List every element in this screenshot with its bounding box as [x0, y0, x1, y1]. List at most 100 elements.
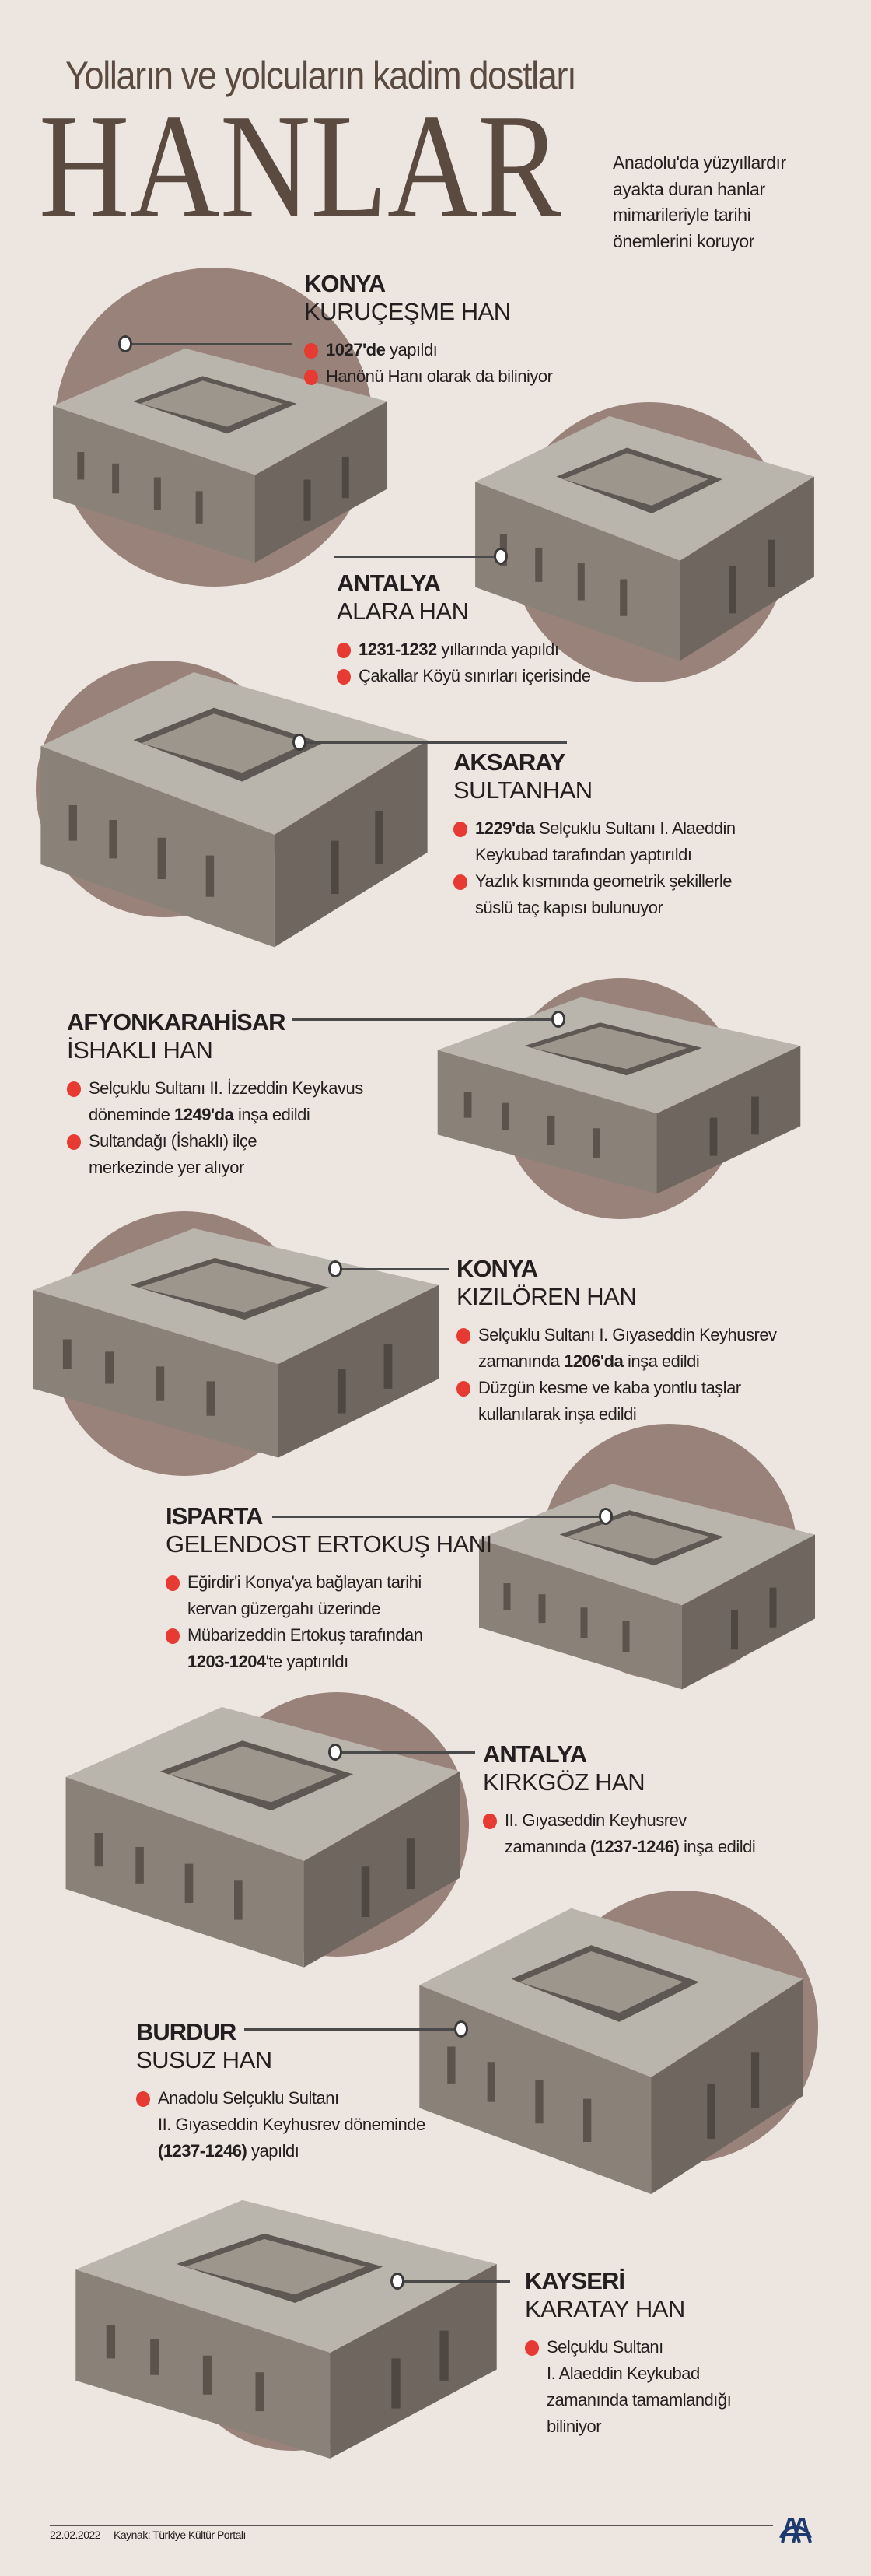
- bullet-dot-icon: [337, 669, 351, 685]
- bullet-dot-icon: [166, 1628, 180, 1644]
- building-photo: [65, 1707, 460, 1968]
- intro-line: ayakta duran hanlar: [613, 178, 765, 199]
- han-region: ANTALYA: [337, 570, 441, 597]
- bullet-dot-icon: [453, 822, 467, 837]
- bullet-dot-icon: [456, 1328, 470, 1344]
- location-pin-icon: [494, 548, 508, 565]
- fact-text: 'te yaptırıldı: [265, 1652, 349, 1671]
- fact-text: Sultandağı (İshaklı) ilçe: [89, 1131, 257, 1151]
- building-photo: [419, 1908, 803, 2195]
- fact-item: 1027'de yapıldı: [304, 337, 552, 363]
- fact-line: süslü taç kapısı bulunuyor: [475, 895, 736, 921]
- fact-text: II. Gıyaseddin Keyhusrev döneminde: [158, 2115, 425, 2134]
- building-photo: [52, 348, 388, 563]
- fact-text: kervan güzergahı üzerinde: [187, 1599, 381, 1618]
- fact-text: Keykubad tarafından yaptırıldı: [475, 845, 692, 864]
- han-name: GELENDOST ERTOKUŞ HANI: [166, 1530, 492, 1558]
- fact-item: 1231-1232 yıllarında yapıldı: [337, 636, 590, 663]
- fact-line: II. Gıyaseddin Keyhusrev döneminde: [158, 2112, 425, 2138]
- fact-text: yıllarında yapıldı: [436, 640, 559, 659]
- han-name: KURUÇEŞME HAN: [304, 298, 511, 325]
- fact-line: zamanında tamamlandığı: [547, 2387, 732, 2413]
- fact-item: Selçuklu Sultanı I. Gıyaseddin Keyhusrev…: [456, 1322, 777, 1375]
- fact-line: Anadolu Selçuklu Sultanı: [158, 2085, 425, 2112]
- han-name: SUSUZ HAN: [136, 2046, 272, 2073]
- bullet-dot-icon: [483, 1814, 497, 1829]
- fact-text: zamanında tamamlandığı: [547, 2390, 732, 2410]
- fact-highlight: 1203-1204: [187, 1652, 266, 1671]
- fact-line: kervan güzergahı üzerinde: [187, 1596, 492, 1622]
- location-pin-icon: [390, 2273, 404, 2290]
- han-facts: Selçuklu Sultanı II. İzzeddin Keykavus dö…: [67, 1075, 363, 1181]
- fact-line: Çakallar Köyü sınırları içerisinde: [359, 663, 591, 689]
- leader-line: [125, 343, 292, 345]
- fact-line: 1203-1204'te yaptırıldı: [187, 1649, 492, 1675]
- fact-line: (1237-1246) yapıldı: [158, 2138, 425, 2164]
- han-name: KARATAY HAN: [525, 2295, 685, 2322]
- fact-text: zamanında: [505, 1837, 590, 1856]
- building-photo: [479, 1484, 815, 1690]
- fact-line: II. Gıyaseddin Keyhusrev: [505, 1807, 755, 1834]
- fact-line: Düzgün kesme ve kaba yontlu taşlar: [478, 1375, 777, 1401]
- fact-text: döneminde: [89, 1105, 174, 1124]
- fact-highlight: 1027'de: [326, 340, 386, 359]
- fact-line: Selçuklu Sultanı I. Gıyaseddin Keyhusrev: [478, 1322, 777, 1348]
- han-region: AFYONKARAHİSAR: [67, 1008, 285, 1036]
- fact-line: 1231-1232 yıllarında yapıldı: [359, 636, 590, 663]
- leader-line: [397, 2280, 510, 2283]
- leader-line: [244, 2028, 461, 2031]
- fact-highlight: 1231-1232: [359, 640, 437, 659]
- fact-line: Hanönü Hanı olarak da biliniyor: [326, 363, 553, 390]
- han-region: KAYSERİ: [525, 2267, 625, 2294]
- fact-highlight: 1229'da: [475, 818, 535, 838]
- fact-text: süslü taç kapısı bulunuyor: [475, 898, 663, 917]
- fact-highlight: (1237-1246): [158, 2141, 247, 2161]
- building-photo: [40, 672, 428, 948]
- location-pin-icon: [328, 1260, 342, 1277]
- fact-line: 1027'de yapıldı: [326, 337, 552, 363]
- leader-line: [292, 1018, 558, 1021]
- fact-line: Keykubad tarafından yaptırıldı: [475, 842, 736, 868]
- bullet-dot-icon: [304, 343, 318, 359]
- han-region: AKSARAY: [453, 748, 565, 776]
- fact-line: Selçuklu Sultanı II. İzzeddin Keykavus: [89, 1075, 363, 1102]
- fact-text: Düzgün kesme ve kaba yontlu taşlar: [478, 1378, 741, 1397]
- bullet-dot-icon: [525, 2340, 539, 2356]
- fact-highlight: 1206'da: [563, 1351, 624, 1371]
- fact-text: Hanönü Hanı olarak da biliniyor: [326, 366, 553, 386]
- fact-line: zamanında (1237-1246) inşa edildi: [505, 1834, 756, 1860]
- page-subtitle: Yolların ve yolcuların kadim dostları: [65, 54, 577, 97]
- han-name: KIZILÖREN HAN: [456, 1283, 637, 1310]
- building-photo: [75, 2199, 497, 2459]
- location-pin-icon: [599, 1508, 613, 1525]
- han-region: BURDUR: [136, 2018, 236, 2045]
- bullet-dot-icon: [304, 370, 318, 385]
- aa-logo-icon: [779, 2518, 812, 2543]
- leader-line: [335, 1268, 449, 1270]
- leader-line: [272, 1516, 606, 1518]
- building-photo: [437, 997, 801, 1194]
- location-pin-icon: [551, 1011, 565, 1028]
- bullet-dot-icon: [136, 2091, 150, 2107]
- fact-text: zamanında: [478, 1351, 564, 1371]
- intro-line: Anadolu'da yüzyıllardır: [613, 152, 786, 173]
- bullet-dot-icon: [67, 1081, 81, 1097]
- fact-item: Selçuklu Sultanı II. İzzeddin Keykavus dö…: [67, 1075, 363, 1128]
- fact-line: kullanılarak inşa edildi: [478, 1401, 777, 1428]
- location-pin-icon: [328, 1744, 342, 1761]
